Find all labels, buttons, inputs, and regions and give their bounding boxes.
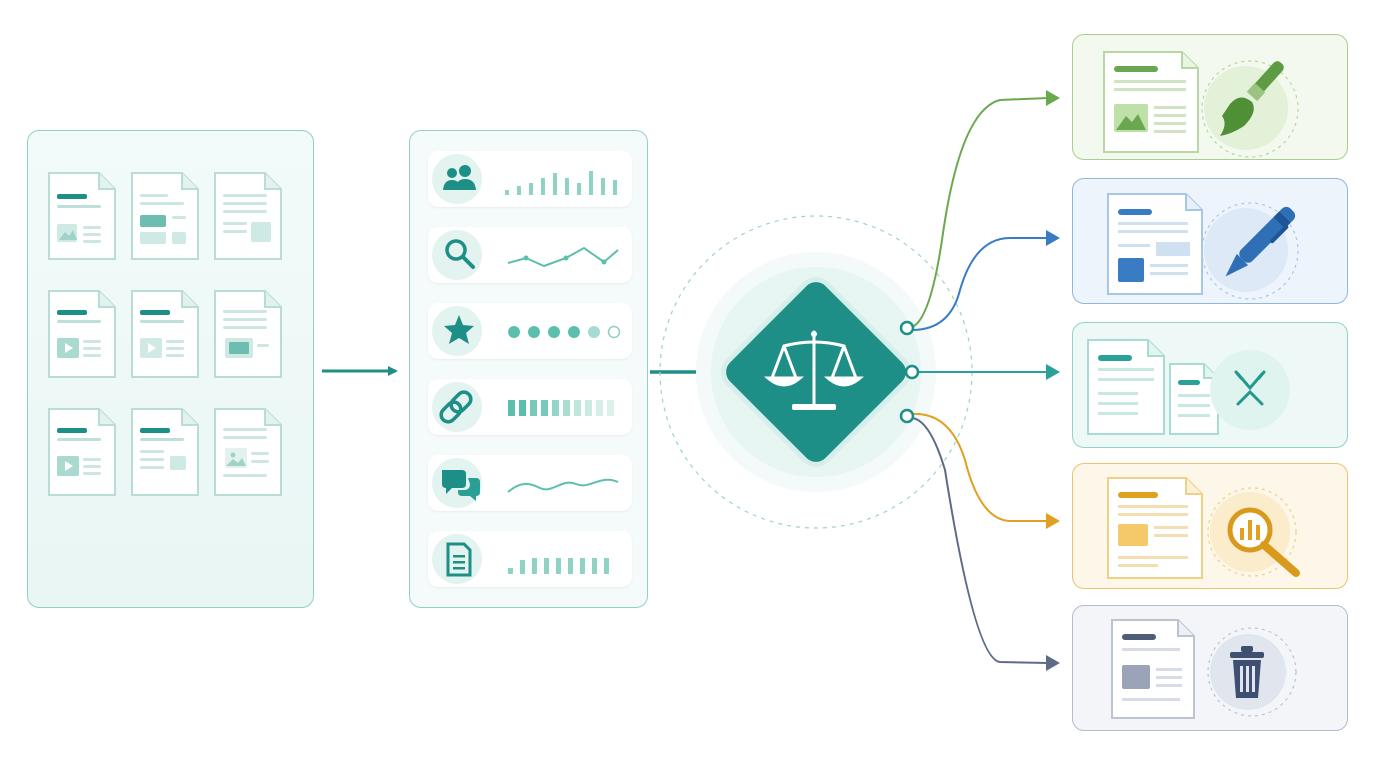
scale-icon [764,330,864,410]
output-connectors [911,97,1049,664]
star-icon [444,315,474,344]
search-icon [432,230,482,280]
outcome-delete-graphics [1111,619,1297,719]
signals-panel [409,130,648,608]
document-thumb [47,407,117,497]
trash-icon [1230,646,1264,698]
signal-row-content [428,531,632,587]
outcome-merge-graphics [1087,339,1290,435]
users-icon [443,165,476,190]
sparkline-blocks-links [508,400,614,416]
paintbrush-icon [1220,61,1284,136]
rating-dots [508,325,621,339]
document-thumb [213,171,283,261]
document-thumb [47,289,117,379]
document-icon [446,542,472,577]
document-thumb [213,289,283,379]
connector-arrowheads [1046,90,1060,671]
document-thumb [47,171,117,261]
outcome-rewrite-graphics [1107,193,1299,300]
signal-row-engagement [428,151,632,207]
outcome-refresh-graphics [1103,51,1299,158]
connector-ports [899,320,920,424]
document-thumb [130,407,200,497]
signal-row-search [428,227,632,283]
sparkline-line-search [507,246,619,268]
chat-icon [442,470,480,501]
document-grid [47,171,283,497]
users-icon [432,154,482,204]
pen-icon [1225,206,1296,277]
document-thumb [130,171,200,261]
document-thumb [213,407,283,497]
search-icon [445,239,475,269]
sparkline-wave-comments [507,478,619,493]
sparkline-bars-content [508,558,609,574]
sparkline-bars-engagement [505,171,617,195]
link-icon [439,390,473,424]
outcome-audit-graphics [1107,477,1300,579]
link-icon [432,382,482,432]
magnifier-chart-icon [1227,507,1300,577]
judge-node [659,215,973,529]
merge-arrows-icon [1234,370,1266,406]
signal-graphics [439,165,621,577]
document-thumb [130,289,200,379]
